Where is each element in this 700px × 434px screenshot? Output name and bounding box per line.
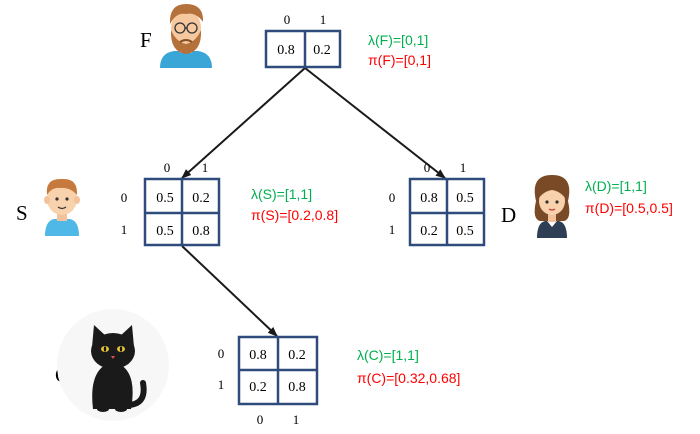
black-cat-icon	[57, 309, 169, 421]
matrix-cell: 0.5	[456, 224, 474, 239]
edge-f-to-d	[304, 67, 446, 179]
row-header: 0	[218, 346, 225, 361]
matrix-cell: 0.8	[249, 348, 267, 363]
col-header: 0	[424, 160, 431, 175]
node-d: 0 1 0 1 0.8 0.5 0.2 0.5 D λ(D)=[1,1] π(	[389, 160, 673, 247]
matrix-cell: 0.2	[420, 224, 438, 239]
node-label-d: D	[501, 203, 516, 227]
matrix-d: 0 1 0 1 0.8 0.5 0.2 0.5	[389, 160, 486, 247]
lambda-c: λ(C)=[1,1]	[357, 347, 419, 363]
matrix-c: 0 1 0.8 0.2 0.2 0.8 0 1	[218, 335, 319, 427]
matrix-cell: 0.5	[156, 224, 174, 239]
edge-s-to-c	[181, 245, 278, 337]
col-header: 1	[460, 160, 467, 175]
row-header: 0	[121, 190, 128, 205]
col-header: 0	[164, 160, 171, 175]
col-header: 0	[284, 12, 291, 27]
lambda-f: λ(F)=[0,1]	[368, 32, 428, 48]
col-header: 1	[320, 12, 327, 27]
row-header: 0	[389, 190, 396, 205]
boy-icon	[44, 178, 80, 236]
matrix-cell: 0.8	[288, 380, 306, 395]
matrix-cell: 0.5	[456, 191, 474, 206]
col-header: 1	[202, 160, 209, 175]
matrix-f: 0 1 0.8 0.2	[264, 12, 342, 69]
matrix-border	[264, 29, 342, 69]
row-header: 1	[218, 377, 225, 392]
node-f: F 0 1 0.8 0.2 λ(F)=[0,1] π(F)=[0,1]	[140, 4, 431, 69]
girl-icon	[534, 175, 570, 238]
row-header: 1	[389, 222, 396, 237]
col-header: 0	[257, 412, 264, 427]
col-header: 1	[293, 412, 300, 427]
edge-f-to-s	[181, 67, 306, 179]
node-label-s: S	[16, 201, 28, 225]
matrix-cell: 0.5	[156, 191, 174, 206]
edges	[181, 67, 446, 337]
matrix-cell: 0.2	[249, 380, 267, 395]
lambda-s: λ(S)=[1,1]	[251, 186, 312, 202]
row-header: 1	[121, 222, 128, 237]
node-label-f: F	[140, 28, 152, 52]
man-beard-icon	[160, 4, 212, 68]
node-c: C 0 1 0.8 0.2 0.2 0.8 0	[55, 309, 460, 427]
matrix-cell: 0.8	[277, 43, 295, 58]
matrix-cell: 0.8	[420, 191, 438, 206]
matrix-s: 0 1 0 1 0.5 0.2 0.5 0.8	[121, 160, 221, 247]
matrix-cell: 0.2	[192, 191, 210, 206]
pi-d: π(D)=[0.5,0.5]	[585, 200, 673, 216]
matrix-cell: 0.8	[192, 224, 210, 239]
pi-f: π(F)=[0,1]	[368, 52, 431, 68]
matrix-cell: 0.2	[313, 43, 331, 58]
pi-c: π(C)=[0.32,0.68]	[357, 370, 460, 386]
node-s: S 0 1 0 1 0.5 0.2 0.5 0.8 λ(S)=[1,1]	[16, 160, 338, 247]
lambda-d: λ(D)=[1,1]	[585, 178, 647, 194]
pi-s: π(S)=[0.2,0.8]	[251, 207, 338, 223]
matrix-cell: 0.2	[288, 348, 306, 363]
